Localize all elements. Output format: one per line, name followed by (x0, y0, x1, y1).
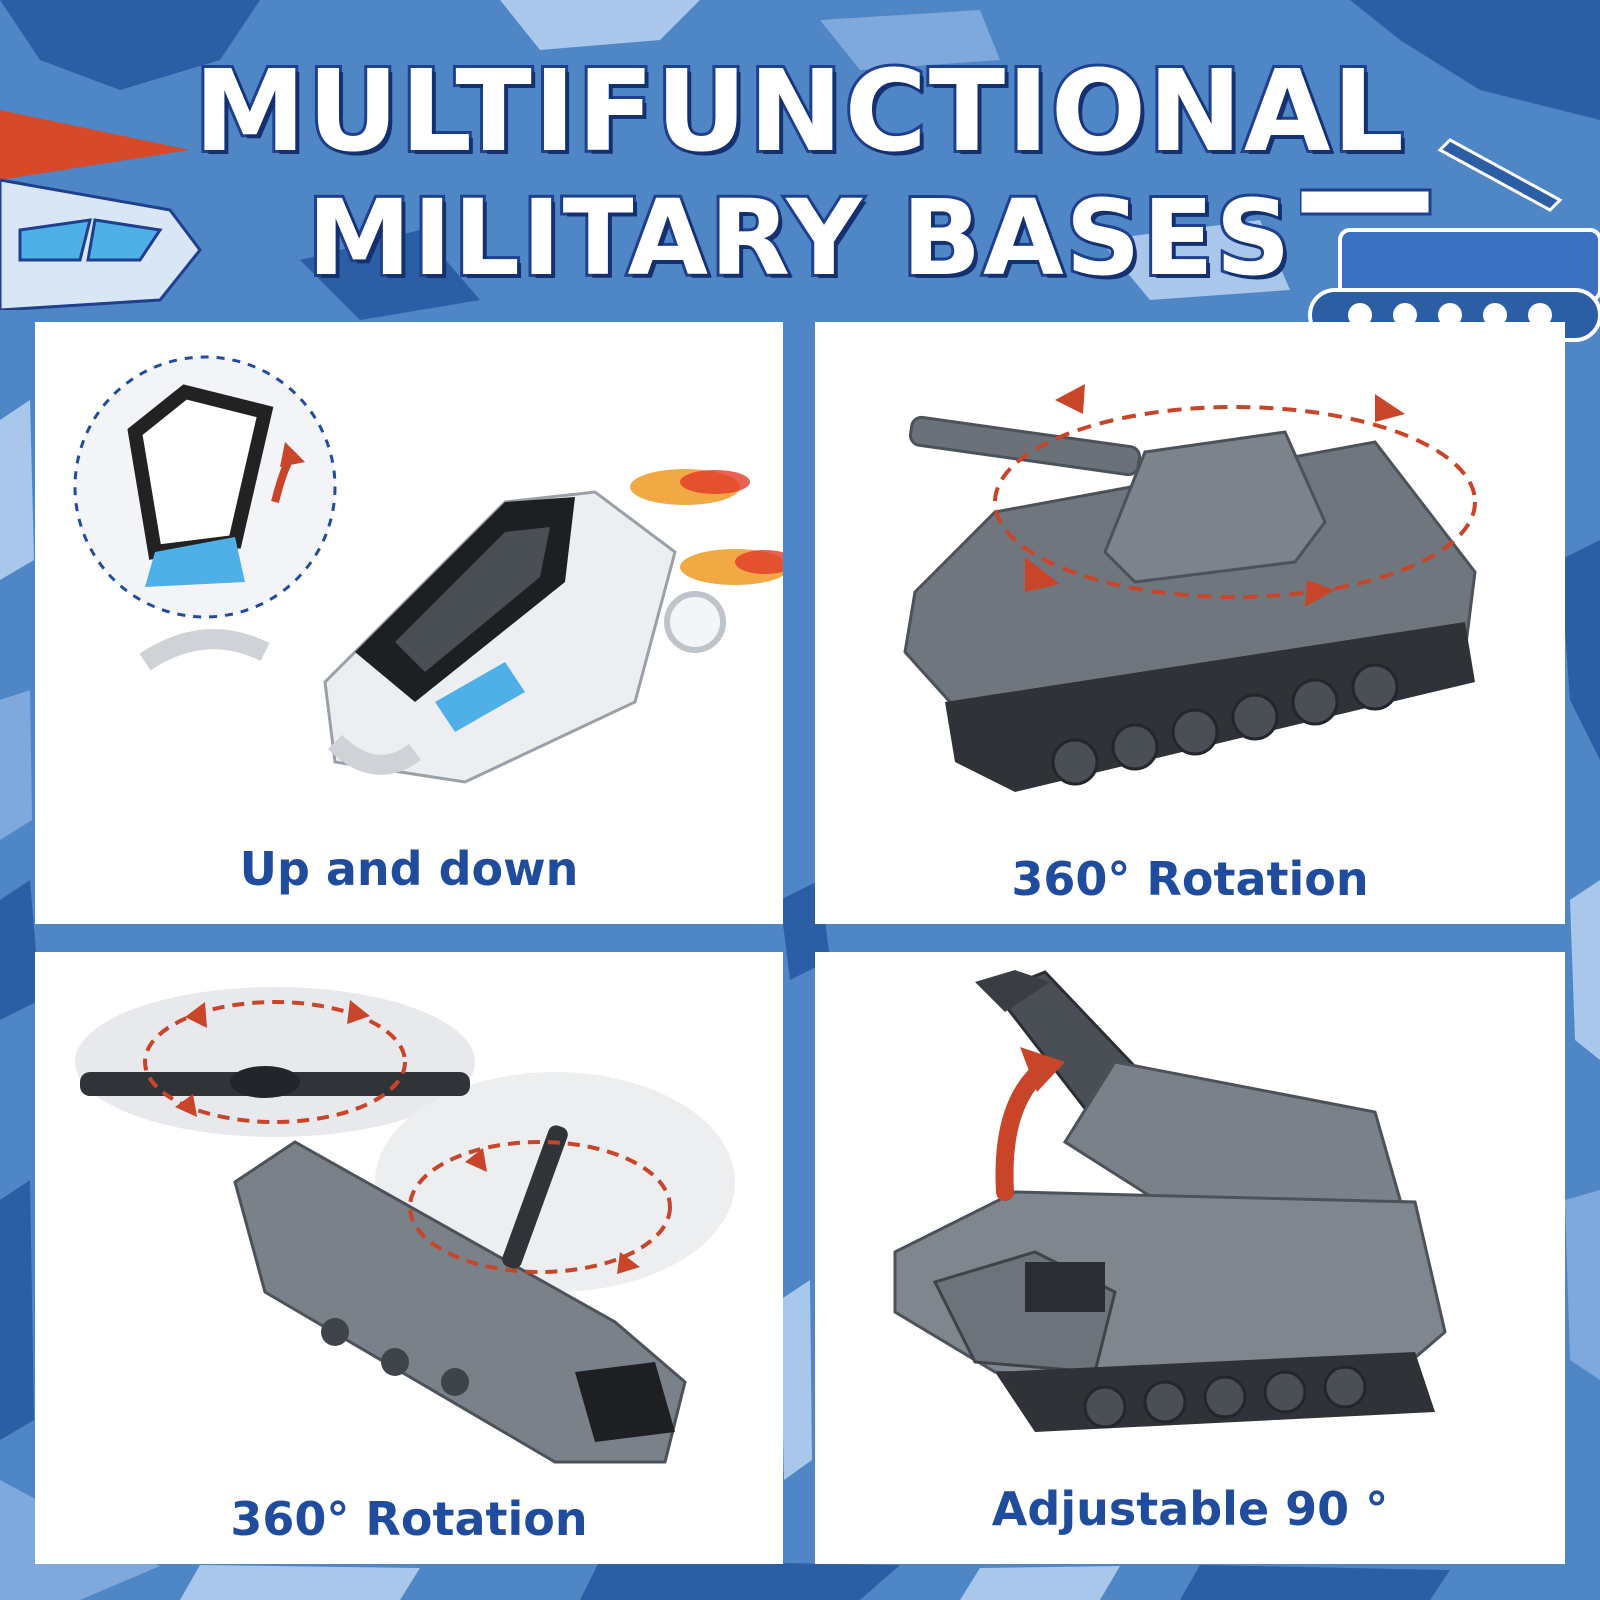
caption-up-and-down: Up and down (239, 842, 579, 896)
helicopter-icon (75, 987, 735, 1464)
jet-icon (73, 355, 783, 784)
caption-360-rotation: 360° Rotation (1011, 852, 1369, 906)
feature-panel-jet: Up and down (35, 322, 783, 924)
title-line-2: MILITARY BASES (304, 177, 1293, 299)
missile-launcher-icon (893, 970, 1447, 1432)
title-line-1: MULTIFUNCTIONAL (191, 47, 1407, 177)
tank-icon (903, 384, 1477, 792)
feature-panel-helicopter: 360° Rotation (35, 952, 783, 1564)
feature-panel-missile-launcher: Adjustable 90 ° (815, 952, 1565, 1564)
caption-360-rotation: 360° Rotation (230, 1492, 588, 1546)
jet-icon (0, 110, 202, 310)
feature-panel-tank: 360° Rotation (815, 322, 1565, 924)
caption-adjustable-90: Adjustable 90 ° (991, 1482, 1389, 1536)
